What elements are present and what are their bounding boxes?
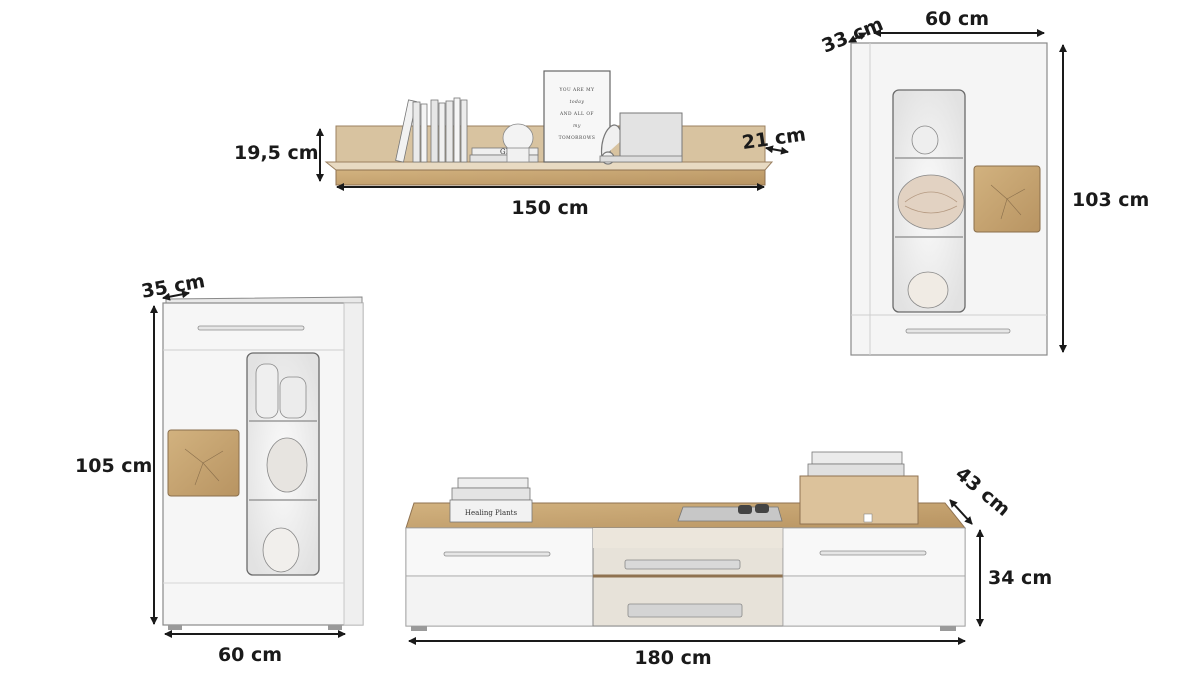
highboard-vase-4 [262, 527, 300, 573]
highboard-vase-2 [279, 376, 307, 419]
highboard-vase-3 [266, 437, 308, 493]
highboard-handle [197, 325, 305, 331]
poster-line-5: TOMORROWS [559, 136, 596, 141]
remote-control-2 [755, 504, 769, 513]
wall-cabinet-height-label: 103 cm [1072, 189, 1149, 211]
cabinet-vase-bottom [907, 271, 949, 309]
wall-cabinet-width-label: 60 cm [925, 8, 989, 30]
highboard-height-label: 105 cm [75, 455, 152, 477]
wall-shelf-height-label: 19,5 cm [234, 142, 319, 164]
wall-cabinet: 60 cm 33 cm 103 cm [819, 8, 1149, 356]
poster-line-2: today [570, 100, 585, 105]
poster-line-1: YOU ARE MY [558, 88, 594, 93]
lowboard-box-and-books-right [799, 451, 919, 525]
remote-control-1 [738, 505, 752, 514]
tv-lowboard-width-label: 180 cm [634, 647, 711, 669]
cabinet-vase-top [911, 125, 939, 155]
lowboard-books-left: Healing Plants [449, 477, 533, 523]
wall-shelf: GREEN YOU ARE MY today AND ALL OF my TOM… [234, 70, 807, 219]
highboard: 105 cm 60 cm 35 cm [75, 270, 364, 666]
highboard-vase-1 [255, 363, 279, 419]
cabinet-handle [905, 328, 1011, 334]
highboard-depth-label: 35 cm [140, 270, 207, 303]
poster-line-4: my [573, 124, 581, 129]
lowboard-handle-right [819, 550, 927, 556]
shelf-tablet [619, 112, 683, 161]
cabinet-bowl [897, 174, 965, 230]
tv-lowboard: Healing Plants 180 cm 34 cm 43 cm [405, 451, 1052, 669]
lowboard-book-title: Healing Plants [465, 509, 518, 517]
wall-shelf-width-label: 150 cm [511, 197, 588, 219]
poster-line-3: AND ALL OF [559, 112, 594, 117]
shelf-poster: YOU ARE MY today AND ALL OF my TOMORROWS [543, 70, 611, 163]
lowboard-tray-upper [624, 559, 741, 570]
lowboard-tray-lower [627, 603, 743, 618]
lowboard-handle-left [443, 551, 551, 557]
highboard-width-label: 60 cm [218, 644, 282, 666]
tv-lowboard-height-label: 34 cm [988, 567, 1052, 589]
